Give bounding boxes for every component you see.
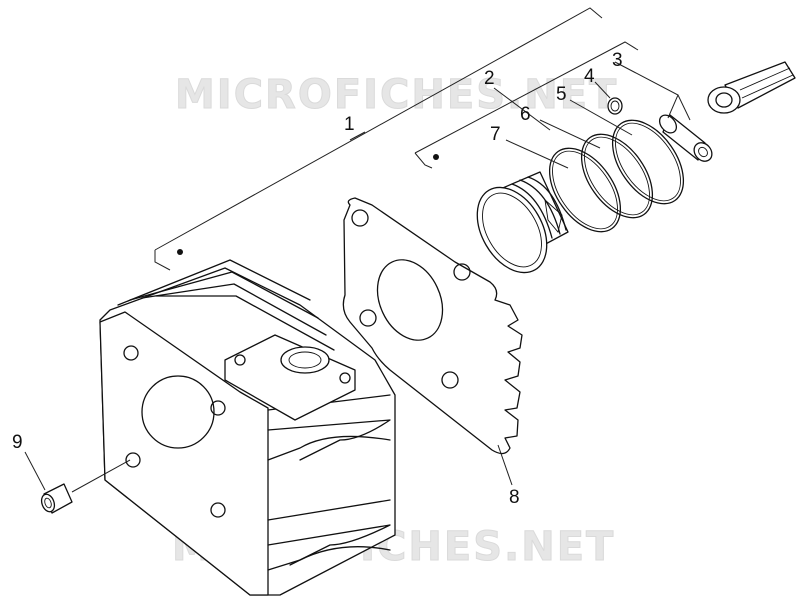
- callout-5: 5: [556, 84, 567, 105]
- assembly-bracket-1: [154, 7, 603, 271]
- callout-9: 9: [12, 432, 23, 453]
- piston-pin-icon: [614, 61, 713, 162]
- piston-ring-top-icon: [569, 99, 685, 205]
- callout-1: 1: [344, 114, 355, 135]
- callout-7: 7: [490, 124, 501, 145]
- piston-icon: [476, 171, 569, 274]
- watermark-top: MICROFICHES.NET: [175, 72, 618, 118]
- callout-6: 6: [520, 104, 531, 125]
- connecting-rod-icon: [707, 61, 796, 114]
- piston-ring-second-icon: [539, 119, 654, 219]
- cylinder-block-icon: [99, 259, 396, 596]
- dowel-bushing-icon: [24, 451, 131, 514]
- callout-2: 2: [484, 68, 495, 89]
- cylinder-base-gasket-icon: [342, 197, 523, 486]
- oil-control-ring-icon: [505, 139, 622, 233]
- circlip-icon: [594, 81, 623, 115]
- callout-8: 8: [509, 487, 520, 508]
- callout-3: 3: [612, 50, 623, 71]
- callout-4: 4: [584, 66, 595, 87]
- assembly-bracket-2: [414, 41, 639, 169]
